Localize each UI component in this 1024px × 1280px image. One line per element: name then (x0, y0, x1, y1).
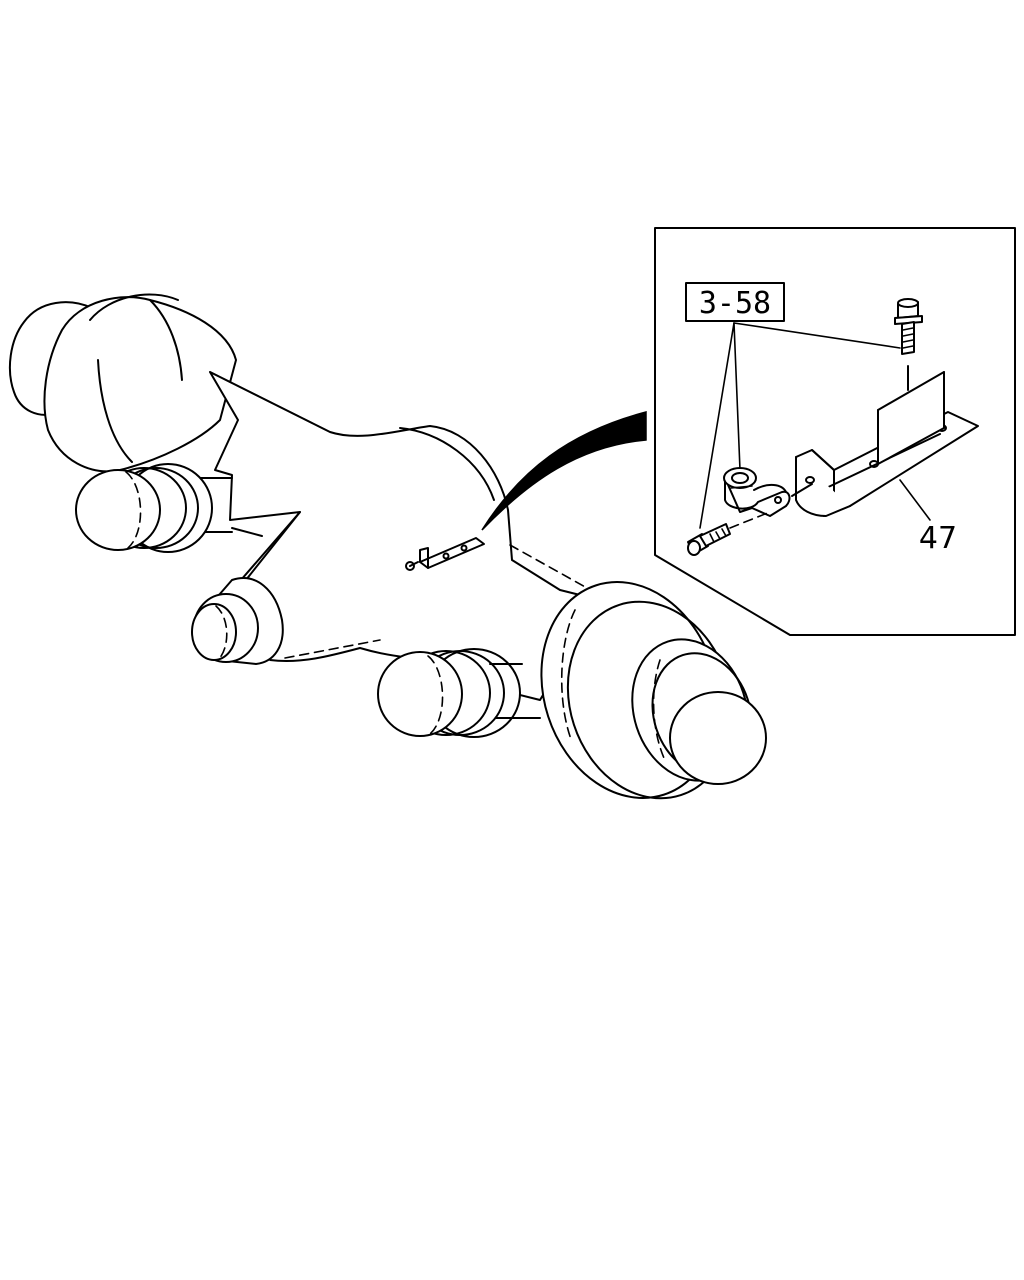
right-hub (540, 581, 767, 800)
weld-nut (723, 467, 791, 517)
bracket-part (795, 371, 979, 521)
pin-line (791, 483, 813, 497)
detail-view: 3-58 47 (654, 227, 1016, 636)
left-pinion (75, 463, 213, 553)
axle-housing (8, 293, 767, 800)
mounting-bracket-small (405, 537, 485, 571)
flange-bolt-bottom (687, 511, 771, 556)
ref-label: 3-58 (699, 286, 771, 321)
detail-view-frame (654, 227, 1016, 636)
ref-label-box (685, 282, 785, 322)
pin-hole (805, 476, 815, 484)
left-hub (8, 293, 237, 473)
right-pinion (377, 648, 541, 738)
detail-pointer (481, 411, 647, 531)
center-stub (191, 577, 284, 665)
flange-bolt-top (894, 298, 923, 391)
part-number-47: 47 (919, 521, 957, 556)
